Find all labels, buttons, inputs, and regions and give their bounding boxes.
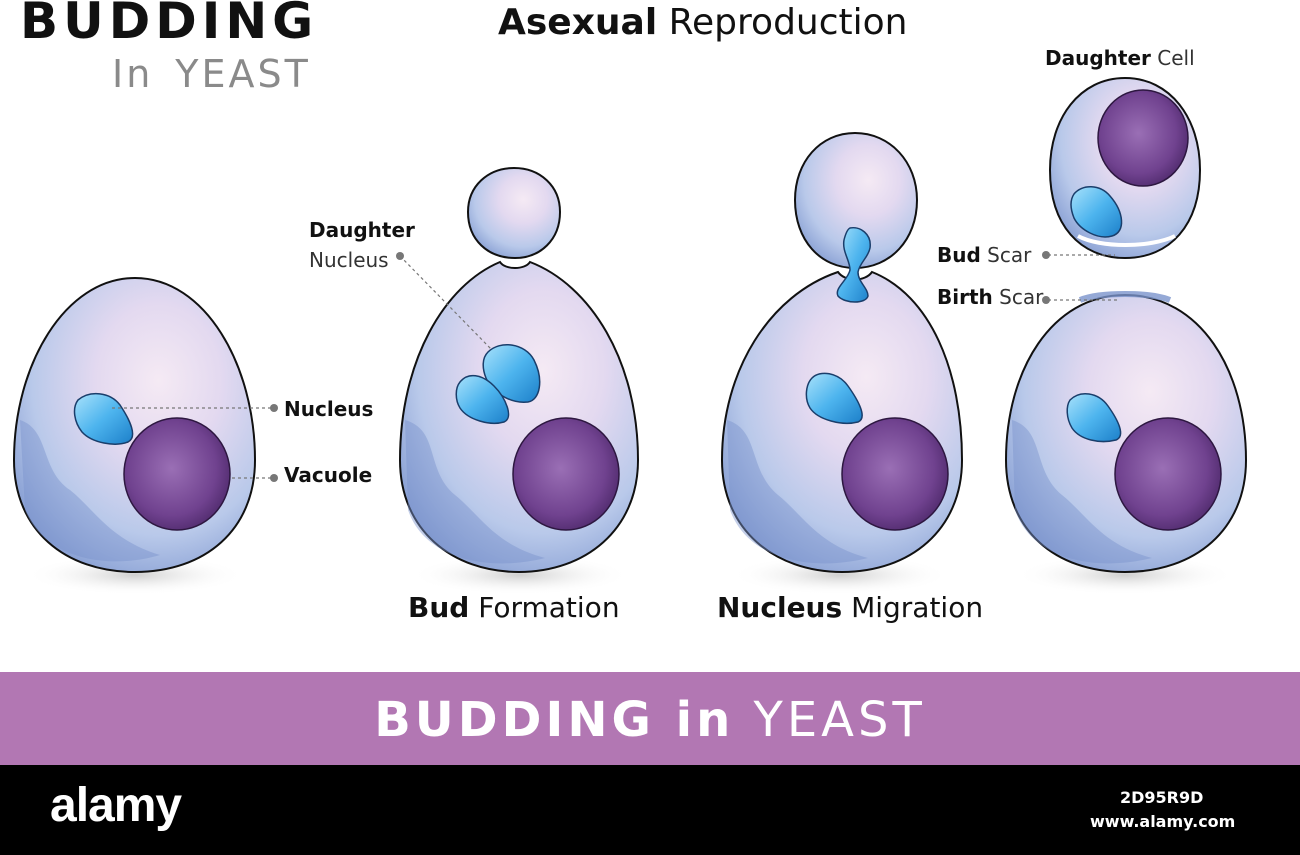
- page-subtitle: In YEAST: [112, 52, 311, 96]
- daughter-nucleus-label-top: Daughter: [309, 218, 415, 242]
- cell4-cytoplasm-shade: [1012, 420, 1152, 564]
- cell3-nucleus: [805, 372, 863, 424]
- vacuole-leader-dot: [270, 474, 278, 482]
- footer-bar: [0, 765, 1300, 855]
- birth-scar-label: Birth Scar: [937, 285, 1044, 309]
- mother-cell-after-separation: [1004, 291, 1248, 574]
- daughter-cell-vacuole: [1097, 89, 1189, 187]
- birth-scar-mark: [1078, 291, 1172, 303]
- cell4-vacuole: [1114, 417, 1222, 531]
- bud-scar-leader-dot: [1042, 251, 1050, 259]
- banner-light: YEAST: [753, 692, 926, 748]
- birth-scar-leader-dot: [1042, 296, 1050, 304]
- vacuole-label: Vacuole: [284, 463, 373, 487]
- cell3-bud: [793, 131, 919, 270]
- cell2-bud: [466, 166, 562, 260]
- banner-bold: BUDDING in: [374, 692, 735, 748]
- nucleus-label: Nucleus: [284, 397, 374, 421]
- brand-logo: alamy: [50, 779, 182, 832]
- cell3-shadow: [730, 555, 950, 595]
- banner-title: BUDDING in YEAST: [0, 692, 1300, 748]
- bud-scar-mark: [1077, 234, 1176, 247]
- cell1-nucleus: [73, 393, 134, 445]
- bud-formation-cell: [396, 166, 640, 574]
- cell2-nucleus: [455, 374, 510, 424]
- budding-diagram: [12, 76, 1248, 595]
- cell2-daughter-nucleus: [482, 344, 541, 403]
- cell3-migrating-nucleus: [836, 226, 871, 303]
- header-rest: Reproduction: [668, 2, 908, 43]
- image-id: 2D95R9D: [1120, 788, 1204, 807]
- cell2-shadow: [410, 555, 630, 595]
- cell1-cytoplasm-shade: [20, 420, 160, 562]
- cell1-shadow: [25, 555, 245, 595]
- subtitle-yeast: YEAST: [175, 52, 311, 96]
- bud-scar-label: Bud Scar: [937, 243, 1032, 267]
- nucleus-migration-cell: [720, 131, 964, 574]
- cell1-vacuole: [123, 417, 231, 531]
- nucleus-leader-dot: [270, 404, 278, 412]
- daughter-cell-label: Daughter Cell: [1045, 46, 1195, 70]
- daughter-nucleus-leader-dot: [396, 252, 404, 260]
- header-bold: Asexual: [498, 2, 658, 43]
- cell4-shadow: [1015, 555, 1235, 595]
- nucleus-migration-caption: Nucleus Migration: [717, 591, 984, 624]
- cell3-cytoplasm-shade: [727, 420, 868, 564]
- cell2-vacuole: [512, 417, 620, 531]
- daughter-nucleus-label-bottom: Nucleus: [309, 248, 389, 272]
- cell2-cytoplasm-shade: [405, 420, 545, 564]
- daughter-cell-nucleus: [1070, 186, 1123, 238]
- daughter-nucleus-leader-line: [399, 255, 493, 351]
- cell3-vacuole: [841, 417, 949, 531]
- cell4-nucleus: [1066, 393, 1122, 443]
- daughter-cell: [1042, 76, 1202, 260]
- bud-formation-caption: Bud Formation: [408, 591, 620, 624]
- page-title: BUDDING: [20, 0, 319, 50]
- subtitle-in: In: [112, 52, 154, 96]
- parent-cell: [12, 276, 278, 574]
- diagram-header: Asexual Reproduction: [498, 2, 908, 43]
- title-banner: [0, 672, 1300, 765]
- site-url: www.alamy.com: [1090, 812, 1236, 831]
